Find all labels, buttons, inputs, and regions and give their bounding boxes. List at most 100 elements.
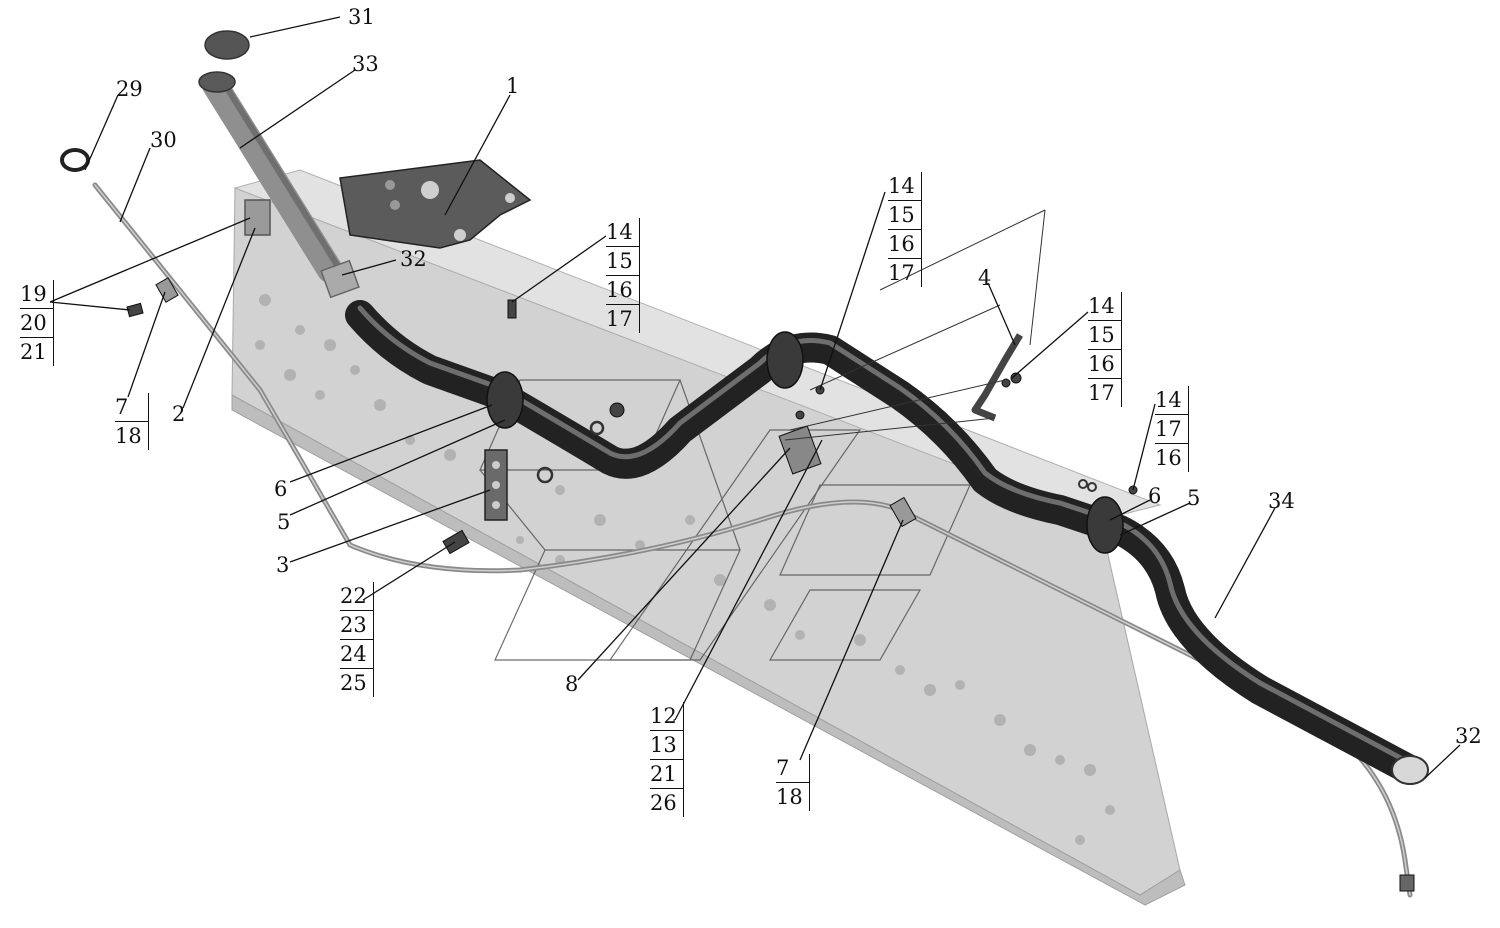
callout-34: 34 xyxy=(1268,489,1295,513)
callout-stack-14-c: 14 15 16 17 xyxy=(1088,292,1122,407)
stack-item: 16 xyxy=(1155,446,1182,470)
bracket-1-hole xyxy=(505,193,515,203)
watermark-shape xyxy=(608,429,862,661)
bracket-4 xyxy=(971,333,1024,422)
bolt-19 xyxy=(126,302,144,318)
dipstick-handle-ring xyxy=(60,148,90,172)
main-hose xyxy=(345,300,1425,785)
stack-item: 16 xyxy=(1088,350,1121,379)
guide-line xyxy=(784,417,996,441)
stack-item: 17 xyxy=(1155,415,1188,444)
frame-hole xyxy=(924,684,936,696)
nut xyxy=(609,402,625,418)
frame-hole xyxy=(555,485,565,495)
leader-31 xyxy=(249,16,341,38)
bracket-3-hole xyxy=(492,461,500,469)
frame-hole xyxy=(295,325,305,335)
nut xyxy=(1001,378,1011,388)
stack-item: 16 xyxy=(606,276,639,305)
stack-item: 12 xyxy=(650,702,683,731)
bracket-1-plate xyxy=(339,159,532,249)
leader-4 xyxy=(987,282,1016,346)
nut xyxy=(795,410,805,420)
bracket-1-bolt xyxy=(385,180,395,190)
stack-item: 17 xyxy=(888,261,915,285)
washer xyxy=(1087,482,1097,492)
leader-7b xyxy=(799,519,904,761)
leader-2 xyxy=(182,227,256,409)
stack-item: 18 xyxy=(776,785,803,809)
stack-item: 15 xyxy=(1088,321,1121,350)
frame-hole xyxy=(1105,805,1115,815)
stack-item: 22 xyxy=(340,582,373,611)
leader-3 xyxy=(289,489,491,563)
callout-29: 29 xyxy=(116,77,143,101)
frame-hole xyxy=(516,536,524,544)
callout-stack-22: 22 23 24 25 xyxy=(340,582,374,697)
guide-line xyxy=(789,379,1006,431)
frame-hole xyxy=(895,665,905,675)
pipe-clip-7a xyxy=(155,277,179,303)
leader-30 xyxy=(119,147,151,223)
dipstick-tip xyxy=(1399,874,1415,892)
callout-stack-14-d: 14 17 16 xyxy=(1155,386,1189,472)
frame-hole xyxy=(324,339,336,351)
frame-hole xyxy=(1024,744,1036,756)
leader-14d xyxy=(1132,403,1156,491)
frame-hole xyxy=(350,365,360,375)
bracket-1-bolt xyxy=(390,200,400,210)
filler-neck xyxy=(198,71,343,283)
filler-neck-mouth xyxy=(198,71,236,93)
callout-2: 2 xyxy=(172,402,186,426)
leader-5b xyxy=(1119,502,1191,536)
washer xyxy=(536,466,554,484)
washer xyxy=(1078,479,1088,489)
stack-item: 14 xyxy=(606,218,639,247)
stack-item: 16 xyxy=(888,230,921,259)
stack-item: 14 xyxy=(1155,386,1188,415)
leader-32b xyxy=(1424,744,1461,779)
hose-clamp-right xyxy=(1086,496,1124,554)
stack-item: 21 xyxy=(20,340,47,364)
frame-hole xyxy=(1084,764,1096,776)
callout-32-upper: 32 xyxy=(400,247,427,271)
assembly-guide-lines xyxy=(784,209,1046,441)
watermark-shape xyxy=(768,589,922,661)
filler-neck-pipe-shade xyxy=(219,78,340,267)
stack-item: 14 xyxy=(1088,292,1121,321)
frame-hole xyxy=(714,574,726,586)
callout-33: 33 xyxy=(352,52,379,76)
washer xyxy=(589,420,605,436)
callout-stack-14-b: 14 15 16 17 xyxy=(888,172,922,287)
frame-rail-bottom-edge xyxy=(231,394,1186,906)
pipe-clip-7b xyxy=(889,496,917,528)
callout-stack-7-left: 7 18 xyxy=(115,393,149,450)
leader-34 xyxy=(1214,507,1276,619)
bracket-1 xyxy=(339,159,532,249)
leader-14b xyxy=(819,191,886,391)
frame-hole xyxy=(955,680,965,690)
leader-14a xyxy=(511,235,607,303)
bracket-3-hole xyxy=(492,481,500,489)
leader-22 xyxy=(362,541,456,601)
bracket-3-hole xyxy=(492,501,500,509)
callout-6-right: 6 xyxy=(1148,484,1162,508)
frame-hole xyxy=(764,599,776,611)
callout-32-lower: 32 xyxy=(1455,724,1482,748)
stack-item: 23 xyxy=(340,611,373,640)
frame-hole xyxy=(685,515,695,525)
leader-19a xyxy=(49,217,251,303)
bolt-14a xyxy=(507,299,517,319)
frame-hole xyxy=(795,630,805,640)
callout-stack-7-right: 7 18 xyxy=(776,754,810,811)
stack-item: 26 xyxy=(650,791,677,815)
stack-item: 15 xyxy=(606,247,639,276)
frame-hole xyxy=(1055,755,1065,765)
callout-3: 3 xyxy=(276,553,290,577)
stack-item: 21 xyxy=(650,760,683,789)
frame-hole xyxy=(1075,835,1085,845)
stack-item: 17 xyxy=(1088,381,1115,405)
hose-end-clamp xyxy=(1391,755,1429,785)
callout-stack-14-a: 14 15 16 17 xyxy=(606,218,640,333)
guide-line xyxy=(809,304,1001,391)
